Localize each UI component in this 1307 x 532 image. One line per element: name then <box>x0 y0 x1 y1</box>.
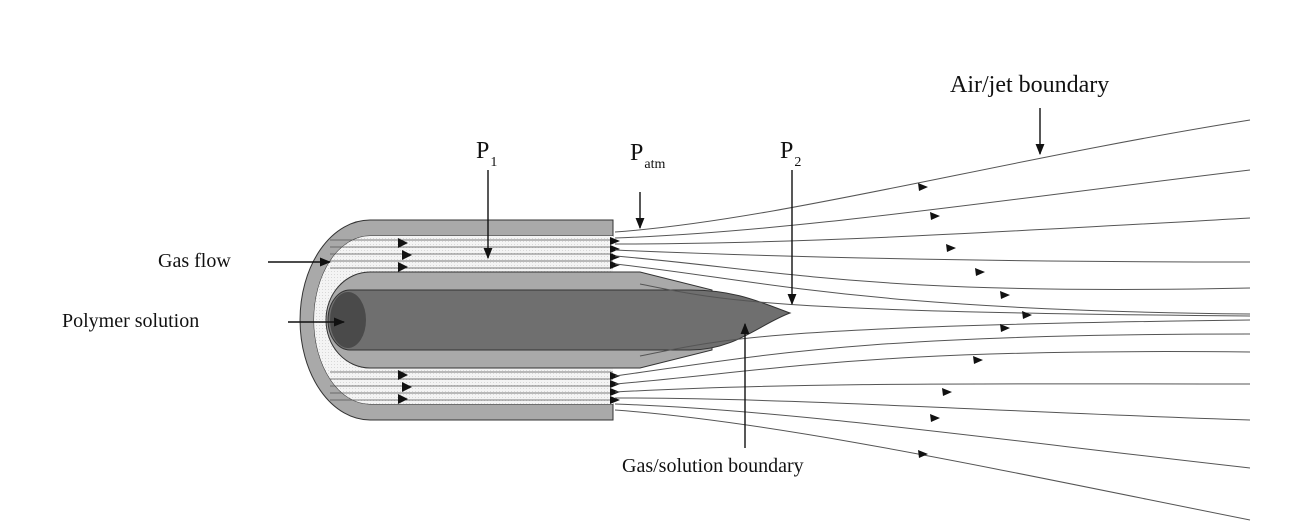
label-p2-sub: 2 <box>794 154 802 170</box>
polymer-core-shade <box>330 292 366 348</box>
gas-flow-lines-upper <box>330 239 613 269</box>
label-gas-solution-boundary: Gas/solution boundary <box>622 455 804 477</box>
label-p2: P2 <box>780 138 802 170</box>
label-patm-main: P <box>630 140 644 166</box>
label-gas-flow: Gas flow <box>158 250 231 272</box>
gas-channel <box>314 236 613 404</box>
gas-flow-lines-lower <box>330 371 613 401</box>
label-patm-sub: atm <box>644 156 666 172</box>
polymer-solution-core <box>327 289 792 351</box>
label-polymer-solution: Polymer solution <box>62 310 200 332</box>
channel-flow-arrows <box>398 237 620 404</box>
label-p1: P1 <box>476 138 498 170</box>
streamline-arrows <box>918 183 1032 458</box>
pointer-arrows <box>268 108 1045 448</box>
label-p2-main: P <box>780 138 794 164</box>
label-p1-main: P <box>476 138 490 164</box>
label-p1-sub: 1 <box>490 154 498 170</box>
label-patm: Patm <box>630 140 666 172</box>
label-air-jet-boundary: Air/jet boundary <box>950 72 1110 98</box>
